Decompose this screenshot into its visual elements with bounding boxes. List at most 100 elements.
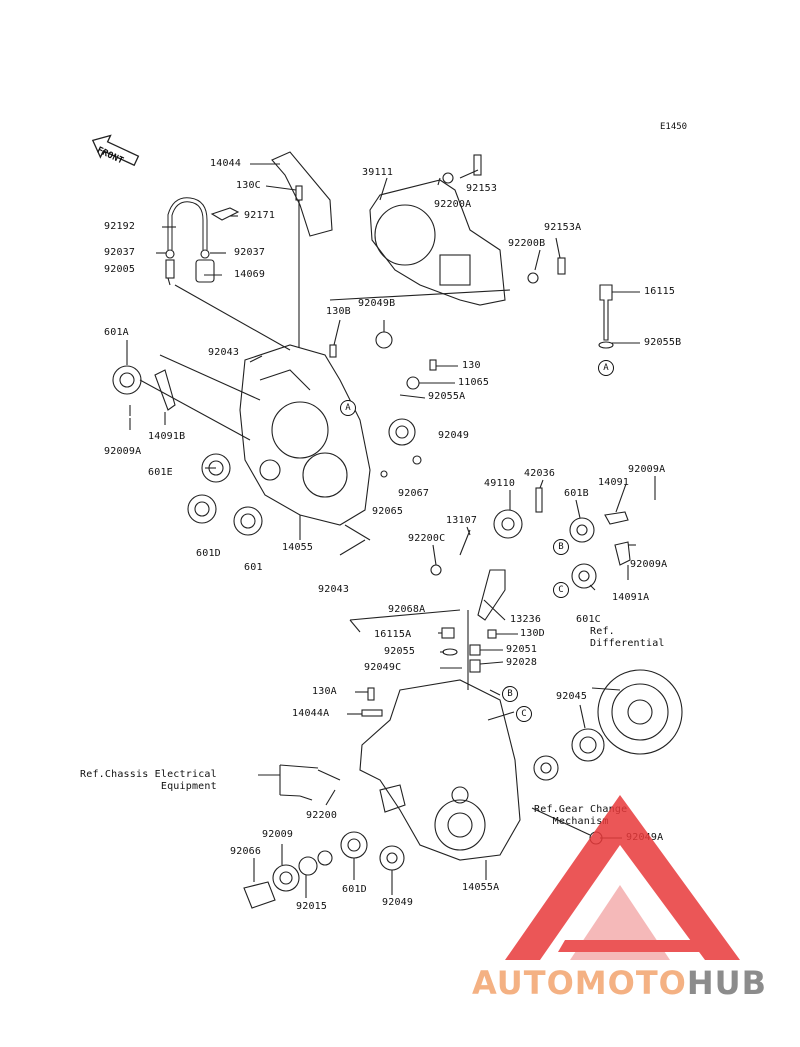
front-direction-arrow-icon — [91, 134, 140, 167]
bolt-92153 — [473, 154, 482, 176]
label-ref-differential: Ref. Differential — [590, 626, 665, 649]
label-92171: 92171 — [244, 210, 276, 221]
label-92049: 92049 — [438, 430, 470, 441]
label-92153a: 92153A — [544, 222, 582, 233]
bearing-92045 — [571, 728, 605, 762]
bearing-601d-upper — [187, 494, 217, 524]
label-130a: 130A — [312, 686, 337, 697]
hose-92192 — [167, 197, 208, 250]
bearing-92015 — [298, 856, 318, 876]
collar-lower — [317, 850, 333, 866]
stud-14044a — [361, 709, 383, 717]
callout-c-mid: C — [553, 582, 569, 598]
label-92200: 92200 — [306, 810, 338, 821]
label-92009: 92009 — [262, 829, 294, 840]
callout-a-case: A — [340, 400, 356, 416]
label-92049c: 92049C — [364, 662, 402, 673]
gear-49110 — [493, 509, 523, 539]
label-42036: 42036 — [524, 468, 556, 479]
label-92200b: 92200B — [508, 238, 546, 249]
pin-92065 — [380, 470, 388, 478]
spring-92051 — [469, 644, 481, 656]
label-601c: 601C — [576, 614, 601, 625]
label-92067: 92067 — [398, 488, 430, 499]
label-ref-gear-change: Ref.Gear Change Mechanism — [534, 804, 628, 827]
bearing-601b — [569, 517, 595, 543]
label-14091b: 14091B — [148, 431, 186, 442]
fitting-92005 — [165, 259, 175, 279]
label-92065: 92065 — [372, 506, 404, 517]
shift-arm-13236 — [477, 569, 506, 621]
label-92068a: 92068A — [388, 604, 426, 615]
label-92043-upper: 92043 — [208, 347, 240, 358]
label-92005: 92005 — [104, 264, 136, 275]
label-92051: 92051 — [506, 644, 538, 655]
label-601e: 601E — [148, 467, 173, 478]
plug-92067 — [412, 455, 422, 465]
breather-14069 — [195, 259, 215, 283]
label-39111: 39111 — [362, 167, 394, 178]
drawing-code: E1450 — [660, 122, 688, 132]
label-601a: 601A — [104, 327, 129, 338]
label-92009a-right: 92009A — [628, 464, 666, 475]
bearing-601c — [571, 563, 597, 589]
callout-b-lower: B — [502, 686, 518, 702]
plug-16115a — [441, 627, 455, 639]
label-92153: 92153 — [466, 183, 498, 194]
label-92200c: 92200C — [408, 533, 446, 544]
label-14069: 14069 — [234, 269, 266, 280]
bolt-130b — [329, 344, 337, 358]
label-92192: 92192 — [104, 221, 136, 232]
bearing-601e — [201, 453, 231, 483]
dipstick-16115 — [599, 284, 613, 341]
label-14055: 14055 — [282, 542, 314, 553]
bearing-601a — [112, 365, 142, 395]
differential-gear — [597, 669, 683, 755]
label-92009a-left: 92009A — [104, 446, 142, 457]
callout-b-mid: B — [553, 539, 569, 555]
bracket-14091b — [154, 369, 176, 411]
label-14091a: 14091A — [612, 592, 650, 603]
cap-92066 — [243, 881, 276, 909]
case-14055 — [239, 344, 371, 526]
seal-92009 — [272, 864, 300, 892]
label-14091: 14091 — [598, 477, 630, 488]
shaft-13107 — [459, 529, 471, 556]
case-14055a — [359, 679, 521, 861]
bolt-92153a — [557, 257, 566, 275]
washer-92200b — [527, 272, 539, 284]
bearing-601d-lower — [340, 831, 368, 859]
callout-c-lower: C — [516, 706, 532, 722]
label-92037-left: 92037 — [104, 247, 136, 258]
bearing-lower — [533, 755, 559, 781]
washer-92200c — [430, 564, 442, 576]
label-92066: 92066 — [230, 846, 262, 857]
label-14055a: 14055A — [462, 882, 500, 893]
watermark-text: AUTOMOTOHUB — [472, 964, 767, 1002]
label-14044a: 14044A — [292, 708, 330, 719]
clamp-92037-left — [165, 249, 175, 259]
pin-42036 — [535, 487, 543, 513]
automotohub-logo-icon — [505, 795, 740, 960]
bolt-130 — [429, 359, 437, 371]
label-601d-lower: 601D — [342, 884, 367, 895]
clip-92171 — [210, 207, 240, 221]
bolt-130d — [487, 629, 497, 639]
label-130b: 130B — [326, 306, 351, 317]
bolt-11065 — [406, 376, 420, 390]
label-16115: 16115 — [644, 286, 676, 297]
label-92009a-mid: 92009A — [630, 559, 668, 570]
label-601: 601 — [244, 562, 263, 573]
oring-92055b — [598, 341, 614, 349]
washer-92200a — [442, 172, 454, 184]
bracket-14044 — [271, 151, 333, 237]
label-92049-lower: 92049 — [382, 897, 414, 908]
label-130c: 130C — [236, 180, 261, 191]
label-13236: 13236 — [510, 614, 542, 625]
seal-92049-lower — [379, 845, 405, 871]
bearing-601 — [233, 506, 263, 536]
label-49110: 49110 — [484, 478, 516, 489]
watermark-text-automoto: AUTOMOTO — [472, 964, 687, 1002]
